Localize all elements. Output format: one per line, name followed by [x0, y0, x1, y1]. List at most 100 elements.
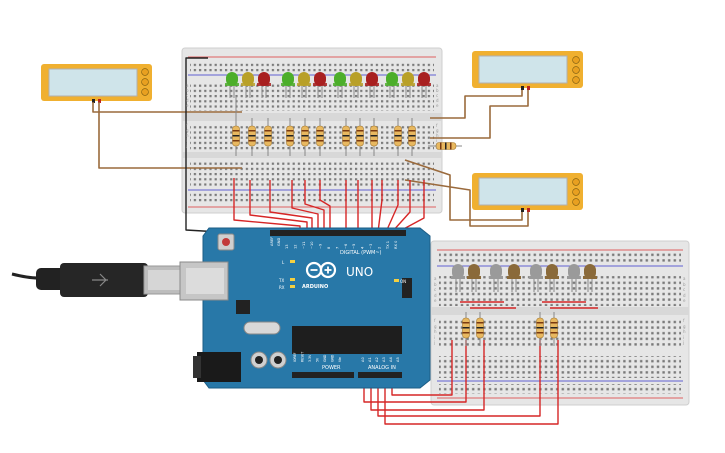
lcd-button-b-icon[interactable]: [572, 66, 580, 74]
digital-pin-label: ~10: [310, 241, 314, 249]
power-jack[interactable]: [197, 352, 241, 382]
row-letter: b: [186, 88, 189, 93]
led-off[interactable]: [489, 264, 503, 292]
arduino-uno[interactable]: UNO ARDUINO DIGITAL (PWM~) ANALOG IN POW…: [179, 227, 431, 389]
analog-pin-label: A3: [382, 357, 386, 362]
resistor[interactable]: [550, 312, 558, 346]
lcd-left[interactable]: [41, 64, 152, 103]
resistor[interactable]: [394, 118, 402, 156]
analog-pin-label: A2: [375, 357, 379, 362]
led-off[interactable]: [545, 264, 559, 292]
digital-pin-label: TX 1: [386, 241, 390, 250]
resistor[interactable]: [286, 118, 294, 156]
lcd-top-right[interactable]: [472, 51, 583, 90]
analog-pin-label: A5: [396, 357, 400, 362]
led[interactable]: [401, 72, 415, 98]
l-label: L: [282, 260, 285, 265]
resistor[interactable]: [248, 118, 256, 156]
wires[interactable]: [92, 57, 598, 425]
power-pin-label: GND: [331, 354, 335, 362]
power-pin-label: 3.3V: [308, 354, 312, 362]
resistor[interactable]: [536, 312, 544, 346]
bottom-breadboard[interactable]: [430, 240, 690, 406]
bottom-resistors[interactable]: [462, 312, 558, 346]
digital-pin-label: ~9: [319, 243, 323, 249]
resistor[interactable]: [408, 118, 416, 156]
analog-pin-label: A4: [389, 357, 393, 362]
digital-pin-label: RX 0: [394, 240, 398, 249]
lcd-button-a-icon[interactable]: [572, 178, 580, 186]
row-letter: g: [436, 128, 439, 133]
top-breadboard[interactable]: [181, 47, 443, 214]
lcd-button-b-icon[interactable]: [141, 78, 149, 86]
row-letter: i: [434, 335, 435, 340]
resistor[interactable]: [301, 118, 309, 156]
row-letter: i: [436, 138, 437, 143]
led-off[interactable]: [529, 264, 543, 292]
resistor[interactable]: [316, 118, 324, 156]
led-off[interactable]: [507, 264, 521, 292]
resistor[interactable]: [264, 118, 272, 156]
digital-pin-label: 8: [327, 246, 331, 249]
resistor[interactable]: [232, 118, 240, 156]
led[interactable]: [281, 72, 295, 98]
lcd-button-c-icon[interactable]: [572, 76, 580, 84]
usb-cable[interactable]: [11, 263, 189, 297]
lcd-button-c-icon[interactable]: [141, 88, 149, 96]
atmega-chip: [292, 326, 402, 354]
led-off[interactable]: [451, 264, 465, 292]
top-leds[interactable]: [225, 72, 431, 98]
resistor[interactable]: [462, 312, 470, 346]
led[interactable]: [225, 72, 239, 98]
tx-label: TX: [278, 278, 284, 283]
row-letter: c: [434, 287, 436, 292]
lcd-button-a-icon[interactable]: [572, 56, 580, 64]
digital-pin-label: ~3: [369, 244, 373, 249]
led[interactable]: [241, 72, 255, 98]
led[interactable]: [333, 72, 347, 98]
led[interactable]: [257, 72, 271, 98]
digital-label: DIGITAL (PWM~): [340, 250, 382, 256]
lcd-button-c-icon[interactable]: [572, 198, 580, 206]
led-off[interactable]: [467, 264, 481, 292]
resistor[interactable]: [476, 312, 484, 346]
led[interactable]: [385, 72, 399, 98]
row-letter: f: [436, 123, 438, 128]
row-letter: d: [683, 293, 686, 298]
bottom-leds[interactable]: [451, 264, 597, 292]
led[interactable]: [365, 72, 379, 98]
analog-pin-label: A1: [368, 357, 372, 362]
analog-label: ANALOG IN: [368, 365, 396, 371]
row-letter: a: [186, 83, 189, 88]
row-letter: f: [683, 318, 685, 323]
row-letter: e: [436, 103, 439, 108]
led[interactable]: [417, 72, 431, 98]
row-letter: f: [434, 318, 436, 323]
led-off[interactable]: [583, 264, 597, 292]
led[interactable]: [313, 72, 327, 98]
top-resistors[interactable]: [232, 118, 416, 156]
uno-label: UNO: [346, 265, 373, 279]
row-letter: h: [434, 329, 437, 334]
led[interactable]: [297, 72, 311, 98]
row-letter: e: [683, 298, 686, 303]
power-pin-label: GND: [323, 354, 327, 362]
led[interactable]: [349, 72, 363, 98]
gnd-label: GND: [277, 238, 281, 246]
row-letter: e: [186, 103, 189, 108]
resistor[interactable]: [370, 118, 378, 156]
lcd-button-a-icon[interactable]: [141, 68, 149, 76]
row-letter: c: [436, 93, 438, 98]
row-letter: b: [683, 282, 686, 287]
horizontal-resistor[interactable]: [428, 142, 462, 150]
lcd-button-b-icon[interactable]: [572, 188, 580, 196]
lcd-bottom-right[interactable]: [472, 173, 583, 212]
aref-label: AREF: [270, 237, 274, 246]
resistor[interactable]: [342, 118, 350, 156]
resistor[interactable]: [356, 118, 364, 156]
led-off[interactable]: [567, 264, 581, 292]
